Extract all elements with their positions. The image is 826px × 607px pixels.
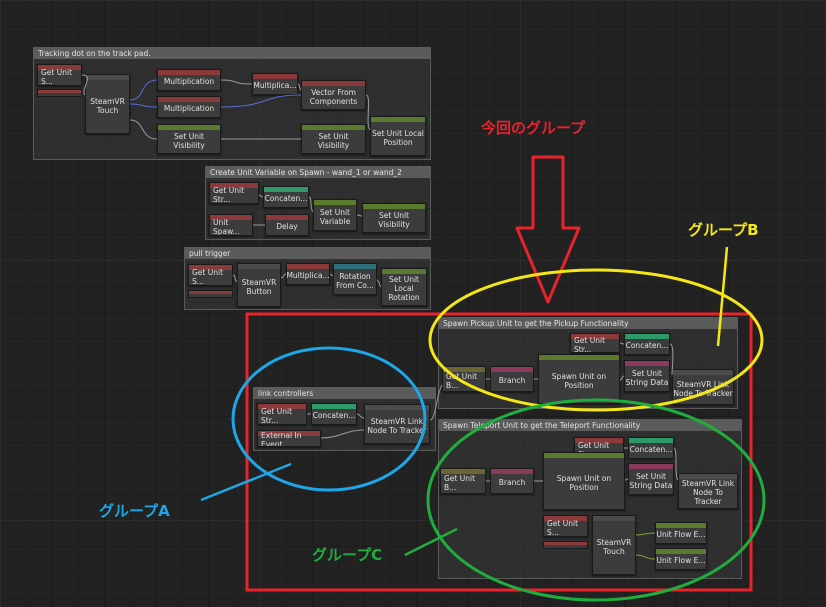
annotation-group-c: グループC	[312, 546, 383, 564]
node-multiplication-2[interactable]: Multiplication	[157, 96, 221, 118]
node-slim[interactable]	[543, 541, 588, 549]
group-title: pull trigger	[185, 248, 430, 259]
node-steamvr-link-node-to-tracker[interactable]: SteamVR Link Node To Tracker	[678, 473, 738, 509]
ellipse-group-c	[426, 398, 766, 602]
node-vector-from-components[interactable]: Vector From Components	[301, 80, 366, 110]
node-multiplication[interactable]: Multiplica...	[286, 263, 330, 285]
annotation-this-group: 今回のグループ	[481, 119, 586, 137]
node-set-unit-local-position[interactable]: Set Unit Local Position	[370, 116, 426, 156]
node-steamvr-touch[interactable]: SteamVR Touch	[85, 74, 130, 134]
node-multiplication-3[interactable]: Multiplica...	[252, 73, 298, 95]
group-title: Create Unit Variable on Spawn - wand_1 o…	[206, 167, 430, 178]
node-external-in-event[interactable]: External In Event	[257, 430, 321, 447]
node-set-unit-visibility[interactable]: Set Unit Visibility	[362, 203, 426, 233]
node-delay[interactable]: Delay	[265, 214, 309, 236]
node-get-unit[interactable]: Get Unit S...	[37, 64, 82, 86]
node-get-unit-string[interactable]: Get Unit Str...	[257, 403, 307, 425]
node-get-unit-string[interactable]: Get Unit Str...	[209, 182, 259, 204]
ellipse-group-a	[231, 346, 427, 492]
node-set-unit-string-data[interactable]: Set Unit String Data	[624, 360, 670, 392]
node-spawn-unit-on-position[interactable]: Spawn Unit on Position	[543, 452, 625, 510]
group-title: Spawn Pickup Unit to get the Pickup Func…	[439, 318, 737, 329]
node-set-unit-visibility-1[interactable]: Set Unit Visibility	[157, 124, 221, 154]
node-get-unit-s[interactable]: Get Unit S...	[543, 515, 588, 537]
node-rotation-from-components[interactable]: Rotation From Co...	[333, 263, 377, 295]
node-set-unit-variable[interactable]: Set Unit Variable	[313, 199, 357, 231]
annotation-group-a: グループA	[99, 502, 170, 520]
node-steamvr-touch[interactable]: SteamVR Touch	[592, 515, 636, 575]
wires	[81, 74, 679, 560]
node-get-unit[interactable]: Get Unit S...	[188, 264, 233, 286]
node-set-unit-local-rotation[interactable]: Set Unit Local Rotation	[381, 268, 427, 306]
node-unit-flow-1[interactable]: Unit Flow E...	[655, 522, 707, 544]
group-title: link controllers	[254, 388, 435, 399]
node-get-unit-bool[interactable]: Get Unit B...	[440, 468, 486, 494]
pointer-line-group-b	[716, 246, 729, 347]
node-get-unit-bool[interactable]: Get Unit B...	[442, 366, 486, 392]
annotation-group-b: グループB	[688, 221, 759, 239]
node-set-unit-string-data[interactable]: Set Unit String Data	[628, 463, 674, 495]
node-concatenate[interactable]: Concaten...	[263, 186, 309, 208]
node-spawn-unit-on-position[interactable]: Spawn Unit on Position	[538, 354, 620, 404]
node-concatenate[interactable]: Concaten...	[311, 403, 357, 425]
node-multiplication-1[interactable]: Multiplication	[157, 69, 221, 91]
node-unit-spawn[interactable]: Unit Spaw...	[209, 214, 253, 236]
pointer-line-group-a	[200, 462, 292, 502]
group-title: Spawn Teleport Unit to get the Teleport …	[439, 420, 741, 431]
node-concatenate[interactable]: Concaten...	[628, 437, 674, 459]
node-concatenate[interactable]: Concaten...	[624, 333, 670, 355]
pointer-line-group-c	[404, 527, 458, 557]
node-get-unit-string[interactable]: Get Unit Str...	[570, 333, 620, 353]
node-steamvr-link-node-to-tracker[interactable]: SteamVR Link Node To Tracker	[364, 404, 430, 444]
highlight-red-box	[245, 312, 753, 592]
node-steamvr-button[interactable]: SteamVR Button	[237, 263, 281, 307]
group-title: Tracking dot on the track pad.	[34, 48, 430, 59]
ellipse-group-b	[428, 268, 764, 412]
node-slim[interactable]	[37, 89, 82, 97]
node-slim[interactable]	[188, 290, 233, 298]
node-unit-flow-2[interactable]: Unit Flow E...	[655, 548, 707, 570]
node-branch[interactable]: Branch	[490, 468, 534, 494]
node-branch[interactable]: Branch	[490, 366, 534, 392]
red-down-arrow	[515, 155, 581, 304]
node-set-unit-visibility-2[interactable]: Set Unit Visibility	[301, 124, 366, 154]
